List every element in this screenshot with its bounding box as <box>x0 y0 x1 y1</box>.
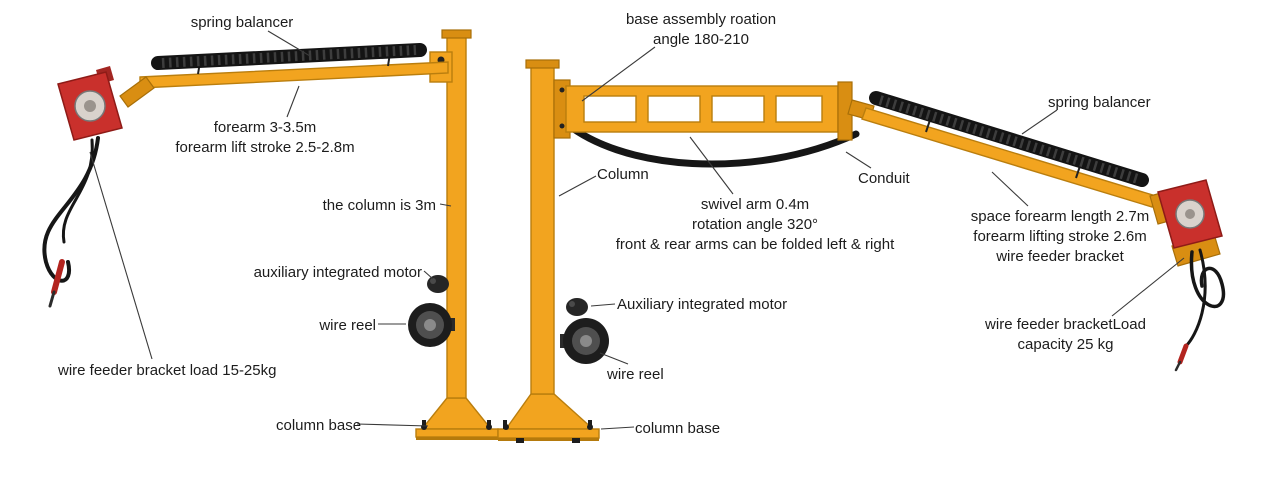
label-right-spring-balancer: spring balancer <box>1048 94 1151 111</box>
right-crane <box>497 59 1226 443</box>
leader-left-spring-balancer <box>267 30 311 57</box>
label-left-forearm-line2: forearm lift stroke 2.5-2.8m <box>175 138 355 156</box>
label-right-swivel-line1: swivel arm 0.4m <box>700 196 810 213</box>
label-left-feeder-load: wire feeder bracket load 15-25kg <box>58 362 277 379</box>
label-right-forearm-line2: forearm lifting stroke 2.6m <box>973 227 1147 245</box>
label-right-swivel: swivel arm 0.4m rotation angle 320° fron… <box>605 195 905 254</box>
left-wire-reel-graphic <box>408 303 455 347</box>
label-left-column-base: column base <box>276 417 362 434</box>
leader-right-conduit <box>845 151 872 169</box>
leader-right-swivel <box>689 136 734 195</box>
left-motor-graphic <box>427 275 449 293</box>
leader-left-feeder-load <box>89 151 153 360</box>
left-column-base-graphic <box>415 397 499 440</box>
right-swivel-arm-graphic <box>565 81 875 141</box>
label-right-base-rotation-line2: angle 180-210 <box>653 30 749 48</box>
leader-right-motor <box>590 303 616 307</box>
label-right-base-rotation: base assembly roation angle 180-210 <box>606 10 796 50</box>
label-right-forearm: space forearm length 2.7m forearm liftin… <box>930 207 1190 266</box>
label-right-forearm-line1: space forearm length 2.7m <box>970 208 1150 225</box>
label-right-column: Column <box>597 166 649 183</box>
label-left-motor: auxiliary integrated motor <box>253 264 422 281</box>
label-right-base-rotation-line1: base assembly roation <box>625 11 777 28</box>
label-left-forearm-line1: forearm 3-3.5m <box>213 119 317 136</box>
right-column-base-graphic <box>497 393 600 443</box>
label-left-forearm: forearm 3-3.5m forearm lift stroke 2.5-2… <box>150 118 380 158</box>
leader-right-forearm <box>991 171 1029 207</box>
leader-right-column-base <box>600 426 635 430</box>
label-right-feeder-load: wire feeder bracketLoad capacity 25 kg <box>973 315 1158 355</box>
label-right-feeder-load-line1: wire feeder bracketLoad <box>985 316 1146 333</box>
right-torch-cable <box>1174 248 1226 372</box>
leader-right-base-rotation <box>581 46 656 102</box>
right-wire-reel-graphic <box>560 318 609 364</box>
left-crane <box>42 29 499 440</box>
left-torch-cable <box>42 136 100 308</box>
label-right-swivel-line3: front & rear arms can be folded left & r… <box>615 235 895 253</box>
leader-right-wire-reel <box>599 352 629 365</box>
leader-left-column-base <box>356 423 429 427</box>
right-conduit-graphic <box>556 114 860 168</box>
left-column-graphic <box>429 29 472 399</box>
leader-lines <box>89 30 1185 430</box>
right-column-graphic <box>525 59 571 395</box>
label-right-column-base: column base <box>635 420 721 437</box>
leader-left-motor <box>423 270 434 280</box>
label-left-spring-balancer: spring balancer <box>190 14 294 31</box>
label-right-swivel-line2: rotation angle 320° <box>691 215 819 233</box>
label-right-wire-reel: wire reel <box>607 366 664 383</box>
leader-left-forearm <box>286 85 300 118</box>
right-motor-graphic <box>566 298 588 316</box>
label-right-motor: Auxiliary integrated motor <box>617 296 788 313</box>
left-wire-feeder-graphic <box>57 66 123 141</box>
label-right-feeder-load-line2: capacity 25 kg <box>1017 335 1114 353</box>
leader-right-feeder-load <box>1111 257 1185 317</box>
left-spring-balancer-graphic <box>151 43 427 75</box>
right-spring-balancer-graphic <box>869 91 1149 187</box>
leader-right-column <box>558 175 597 197</box>
label-right-conduit: Conduit <box>858 170 910 187</box>
label-left-column: the column is 3m <box>322 197 436 214</box>
leader-right-spring-balancer <box>1021 109 1058 135</box>
leader-left-column <box>439 203 452 207</box>
left-forearm-graphic <box>119 61 449 108</box>
label-left-wire-reel: wire reel <box>319 317 376 334</box>
label-right-forearm-line3: wire feeder bracket <box>996 247 1124 265</box>
